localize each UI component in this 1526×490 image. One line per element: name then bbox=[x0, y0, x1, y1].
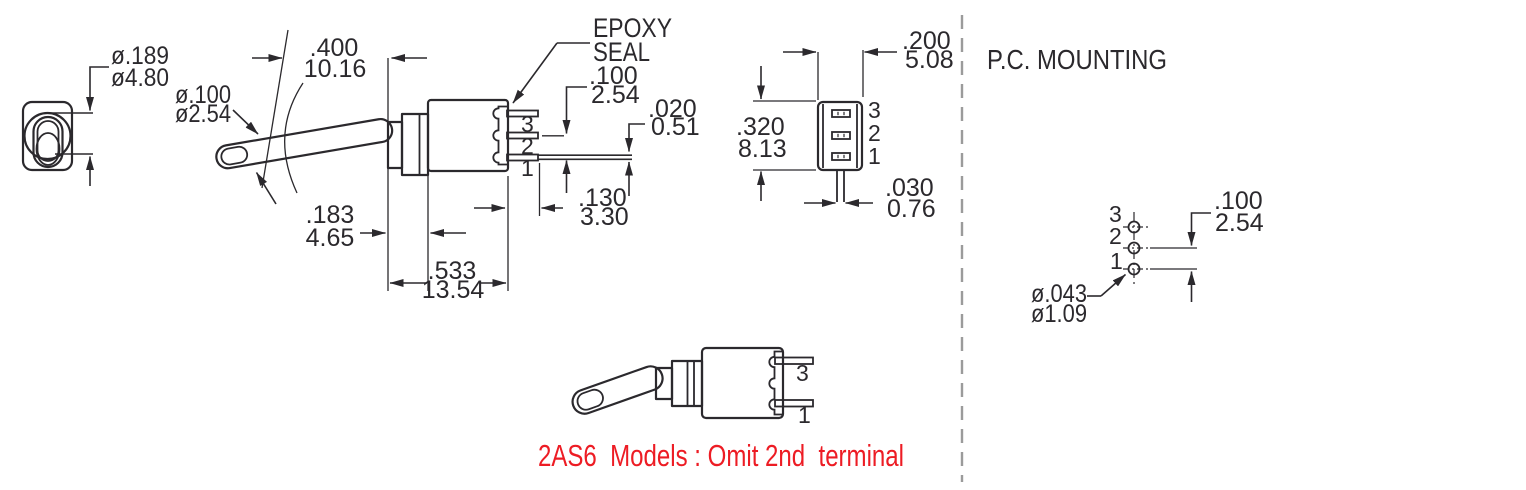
dim-body-height-in: .320 bbox=[736, 113, 785, 141]
pc-mounting-view bbox=[1087, 212, 1211, 302]
dim-front-toggle-dia-mm: ø4.80 bbox=[111, 64, 169, 92]
rear-terminal-slots bbox=[831, 109, 851, 161]
dim-nut-length-in: .183 bbox=[306, 201, 355, 229]
front-bushing-circle bbox=[23, 111, 72, 161]
bottom-terminal-3 bbox=[774, 356, 814, 365]
dim-body-length-in: .533 bbox=[428, 257, 477, 285]
epoxy-seal-label-line1: EPOXY bbox=[593, 13, 672, 43]
bottom-terminal-1 bbox=[774, 399, 814, 408]
side-terminal-3-label: 3 bbox=[521, 111, 534, 137]
front-toggle-inner bbox=[36, 120, 60, 162]
pc-hole-3-label: 3 bbox=[1109, 201, 1122, 227]
rear-view bbox=[753, 48, 897, 207]
dim-hole-dia-in: ø.043 bbox=[1031, 280, 1087, 308]
dim-terminal-thickness-mm: 0.51 bbox=[651, 113, 700, 141]
dim-body-height-mm: 8.13 bbox=[738, 135, 787, 163]
side-terminal-1 bbox=[506, 153, 539, 162]
epoxy-seal-leader bbox=[512, 42, 558, 104]
bottom-terminal-1-label: 1 bbox=[798, 402, 811, 428]
dim-body-length-mm: 13.54 bbox=[422, 276, 485, 304]
pc-mounting-title: P.C. MOUNTING bbox=[987, 44, 1167, 75]
side-terminal-2 bbox=[506, 131, 539, 140]
bottom-epoxy-seal-shape bbox=[768, 350, 782, 416]
side-bushing bbox=[400, 112, 430, 177]
bottom-body bbox=[700, 346, 785, 420]
rear-terminal-2-label: 2 bbox=[868, 120, 881, 146]
dim-lead-width-mm: 0.76 bbox=[887, 195, 936, 223]
epoxy-seal-shape bbox=[492, 105, 507, 166]
side-terminal-3 bbox=[506, 109, 539, 118]
epoxy-seal-label-line2: SEAL bbox=[593, 37, 650, 67]
pc-hole-1-label: 1 bbox=[1110, 248, 1123, 274]
dim-terminal-length-mm: 3.30 bbox=[580, 203, 629, 231]
dim-front-toggle-dia-in: ø.189 bbox=[111, 42, 169, 70]
side-body bbox=[426, 98, 510, 173]
rear-terminal-1-label: 1 bbox=[868, 143, 881, 169]
side-bushing-neck bbox=[386, 120, 404, 170]
dim-front-lever-dia-in: ø.100 bbox=[175, 81, 231, 109]
bottom-terminal-3-label: 3 bbox=[796, 360, 809, 386]
front-toggle-outline bbox=[32, 115, 64, 169]
dim-body-width-in: .200 bbox=[902, 27, 951, 55]
dim-body-width-mm: 5.08 bbox=[905, 46, 954, 74]
dim-lead-width-in: .030 bbox=[885, 174, 934, 202]
side-terminal-2-label: 2 bbox=[521, 133, 534, 159]
pc-hole-2-label: 2 bbox=[1109, 223, 1122, 249]
dim-terminal-pitch-in: .100 bbox=[589, 62, 638, 90]
rear-terminal-3-label: 3 bbox=[868, 97, 881, 123]
front-toggle-tip bbox=[35, 132, 61, 166]
dim-terminal-thickness-in: .020 bbox=[648, 95, 697, 123]
dim-nut-length-mm: 4.65 bbox=[306, 224, 355, 252]
rear-body bbox=[816, 100, 864, 172]
dim-hole-dia-mm: ø1.09 bbox=[1031, 300, 1087, 328]
dim-bushing-length-in: .400 bbox=[310, 34, 359, 62]
side-terminal-1-label: 1 bbox=[521, 155, 534, 181]
lever-swing-arc bbox=[284, 82, 304, 194]
dim-terminal-pitch-mm: 2.54 bbox=[591, 81, 640, 109]
side-view bbox=[215, 29, 645, 291]
model-variant-note: 2AS6 Models : Omit 2nd terminal bbox=[538, 438, 904, 473]
dim-hole-pitch-in: .100 bbox=[1214, 187, 1263, 215]
hole-dia-leader bbox=[1100, 273, 1127, 297]
front-panel-outline bbox=[21, 100, 74, 172]
dim-terminal-length-in: .130 bbox=[578, 184, 627, 212]
dim-bushing-length-mm: 10.16 bbox=[304, 55, 367, 83]
bottom-lever-bat bbox=[571, 365, 664, 415]
bottom-bushing-neck bbox=[654, 366, 674, 401]
dim-front-lever-dia-mm: ø2.54 bbox=[175, 100, 231, 128]
dim-hole-pitch-mm: 2.54 bbox=[1215, 209, 1264, 237]
front-view bbox=[21, 66, 277, 205]
bottom-view bbox=[571, 346, 814, 420]
side-lever-bat bbox=[215, 118, 394, 170]
